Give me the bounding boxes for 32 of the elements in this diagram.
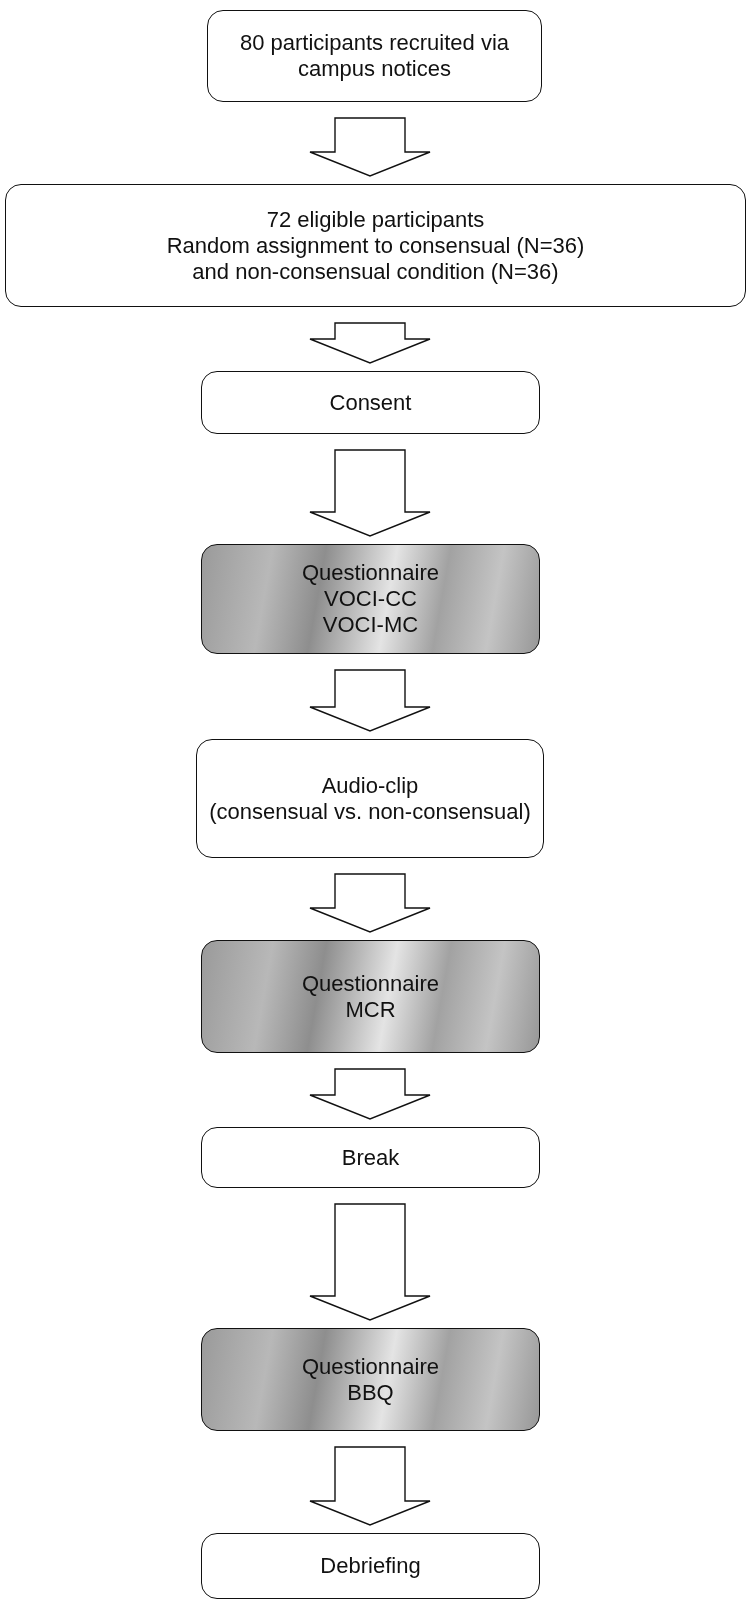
- process-box: [196, 739, 544, 858]
- process-box: [201, 371, 540, 434]
- block-arrow: [309, 1068, 431, 1120]
- process-box: [207, 10, 542, 102]
- block-arrow: [309, 322, 431, 364]
- block-arrow: [309, 873, 431, 933]
- node-text: 72 eligible participants: [266, 206, 485, 233]
- node-text: Break: [341, 1144, 400, 1171]
- node-text: MCR: [345, 996, 396, 1023]
- process-box: [201, 1127, 540, 1188]
- node-text: Audio-clip: [321, 772, 419, 799]
- block-arrow: [309, 1446, 431, 1526]
- node-text: 80 participants recruited via campus notices: [239, 30, 510, 82]
- node-text: Debriefing: [320, 1553, 421, 1579]
- shaded-process-box: [201, 544, 540, 654]
- block-arrow: [309, 1203, 431, 1321]
- block-arrow: [309, 669, 431, 732]
- node-text: BBQ: [347, 1379, 394, 1406]
- node-text: Random assignment to consensual (N=36) and non-consensual condition (N=36): [165, 232, 586, 285]
- node-text: Questionnaire: [302, 560, 439, 586]
- node-text: (consensual vs. non-consensual): [209, 798, 531, 825]
- node-text: Questionnaire: [302, 970, 439, 997]
- shaded-process-box: [201, 1328, 540, 1431]
- process-box: [5, 184, 746, 307]
- shaded-process-box: [201, 940, 540, 1053]
- block-arrow: [309, 449, 431, 537]
- node-text: VOCI-CC: [324, 586, 417, 612]
- process-box: [201, 1533, 540, 1599]
- block-arrow: [309, 117, 431, 177]
- node-text: VOCI-MC: [322, 612, 419, 638]
- node-text: Consent: [329, 389, 412, 416]
- node-text: Questionnaire: [302, 1353, 439, 1380]
